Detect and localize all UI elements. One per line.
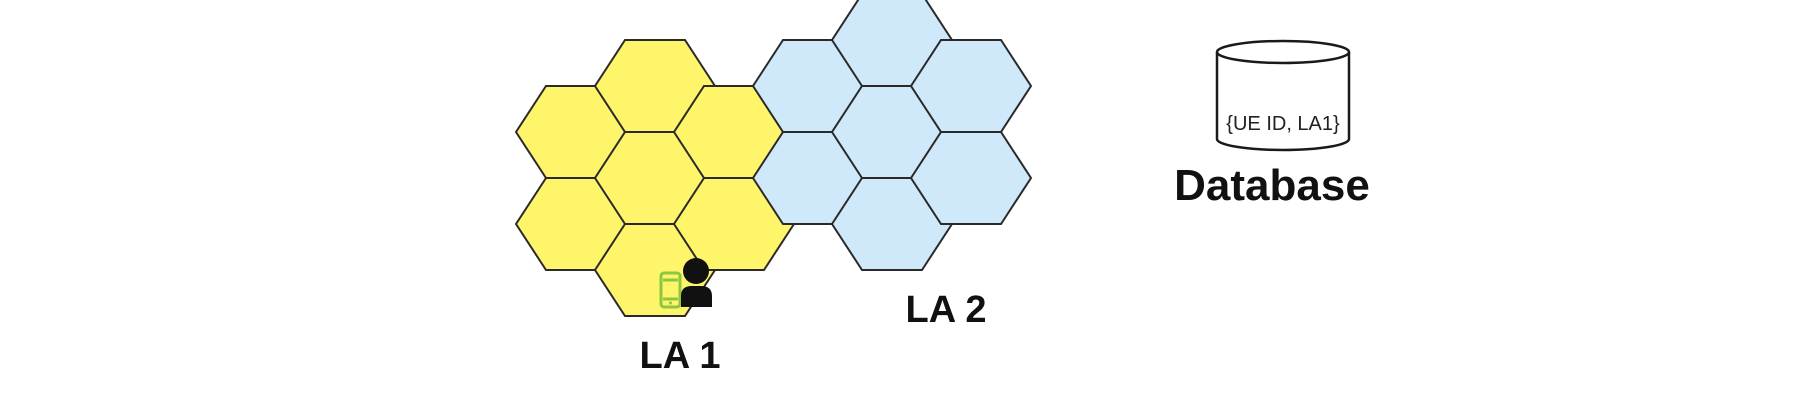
la1-cell-group: [514, 39, 796, 317]
la2-label: LA 2: [906, 289, 987, 331]
database-title: Database: [1174, 161, 1370, 210]
la2-cell: [909, 131, 1033, 225]
user-icon: [681, 258, 712, 307]
mobile-phone-icon: [659, 271, 682, 309]
la1-label: LA 1: [640, 335, 721, 377]
database-record: {UE ID, LA1}: [1226, 113, 1340, 135]
database-cylinder-icon: [1215, 39, 1351, 152]
la2-cell-group: [751, 0, 1033, 271]
